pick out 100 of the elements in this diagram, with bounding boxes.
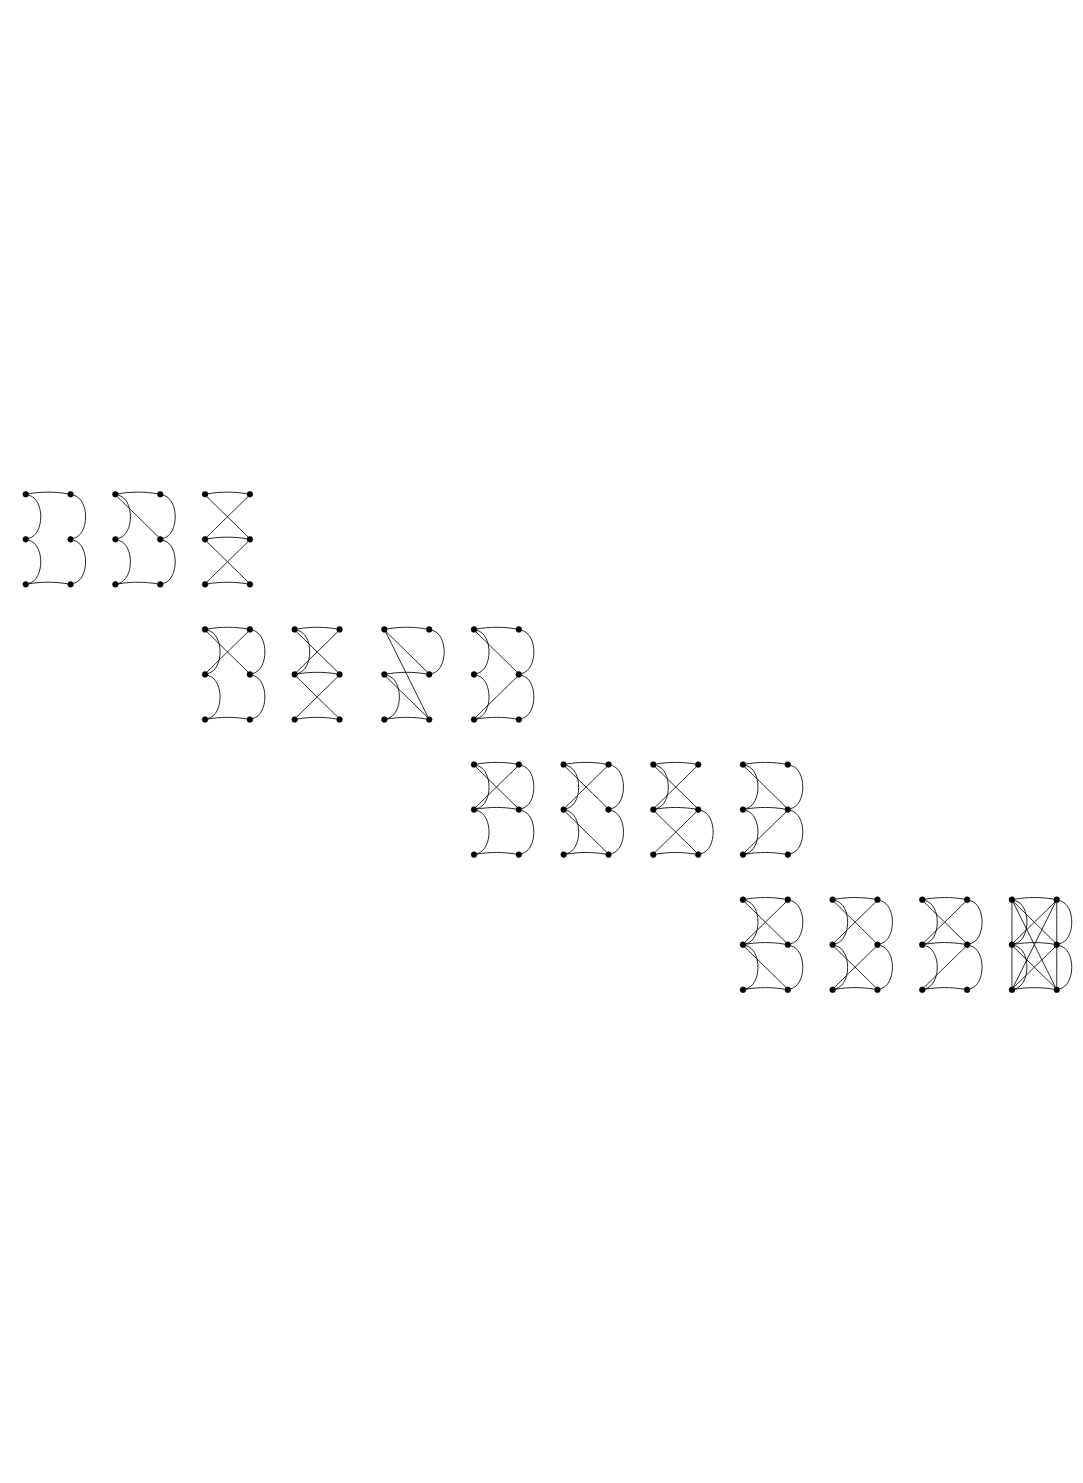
node-circle xyxy=(874,986,881,993)
connector xyxy=(745,986,786,990)
node-circle xyxy=(739,850,747,858)
node-circle xyxy=(695,760,702,768)
node-circle xyxy=(470,850,478,858)
connector xyxy=(833,901,877,943)
node-circle xyxy=(381,625,388,633)
connector xyxy=(564,810,608,853)
node-circle xyxy=(201,715,209,723)
node-circle xyxy=(1008,941,1016,948)
node-circle xyxy=(67,535,74,542)
connector xyxy=(744,946,787,988)
connector xyxy=(924,941,965,945)
connector xyxy=(385,631,429,717)
connector xyxy=(1011,901,1013,987)
node-circle xyxy=(157,580,164,587)
connector xyxy=(655,761,696,764)
node-circle xyxy=(470,625,478,633)
node-circle xyxy=(336,625,343,633)
connector xyxy=(385,630,428,673)
node-circle xyxy=(201,535,209,542)
connector xyxy=(296,630,339,673)
node-circle xyxy=(739,941,747,948)
connector xyxy=(476,716,517,719)
node-circle xyxy=(201,670,209,678)
connector xyxy=(431,629,445,674)
connector xyxy=(1014,944,1028,989)
connector xyxy=(476,674,490,719)
connector xyxy=(834,944,849,989)
connector xyxy=(790,899,804,944)
connector xyxy=(72,494,86,539)
connector xyxy=(924,896,965,900)
node-circle xyxy=(157,535,164,542)
connector xyxy=(385,675,428,718)
connector xyxy=(476,761,517,764)
node-circle xyxy=(650,805,657,813)
connector xyxy=(610,764,624,809)
node-circle xyxy=(246,625,254,633)
connector xyxy=(117,539,131,584)
connector xyxy=(834,899,849,944)
node-circle xyxy=(560,805,567,813)
node-circle xyxy=(470,760,478,768)
connector xyxy=(386,716,427,719)
connector xyxy=(745,851,786,855)
connector xyxy=(386,674,400,719)
connector xyxy=(1059,944,1073,989)
connector xyxy=(117,491,158,494)
node-circle xyxy=(739,896,747,903)
node-circle xyxy=(695,805,702,813)
node-circle xyxy=(1053,896,1060,903)
connector xyxy=(923,901,966,943)
connector xyxy=(252,674,266,719)
node-circle xyxy=(963,941,971,948)
connector xyxy=(566,851,606,855)
connector xyxy=(117,581,158,584)
connector xyxy=(835,896,875,900)
connector xyxy=(206,630,249,673)
connector xyxy=(745,896,786,900)
connector xyxy=(476,626,517,629)
node-circle xyxy=(1053,941,1060,948)
connector xyxy=(1012,901,1056,988)
node-circle xyxy=(784,896,791,903)
connector xyxy=(566,761,606,764)
connector xyxy=(297,626,338,629)
connector xyxy=(28,491,69,494)
connector xyxy=(28,539,42,584)
connector xyxy=(655,806,696,809)
connector xyxy=(207,629,221,674)
node-circle xyxy=(67,490,74,497)
connector xyxy=(116,495,159,537)
node-circle xyxy=(963,986,971,993)
connector xyxy=(745,944,759,989)
connector xyxy=(521,674,535,719)
connector xyxy=(28,494,42,539)
node-circle xyxy=(515,715,522,723)
node-circle xyxy=(874,941,881,948)
connector xyxy=(521,629,535,674)
node-circle xyxy=(515,805,522,813)
connector xyxy=(297,716,338,719)
connector xyxy=(745,899,759,944)
connector xyxy=(879,899,893,944)
connector xyxy=(475,630,518,673)
node-circle xyxy=(1008,896,1016,903)
node-circle xyxy=(22,490,29,497)
connector xyxy=(744,901,787,943)
node-circle xyxy=(201,490,209,497)
connector xyxy=(654,765,697,808)
connector xyxy=(1014,986,1055,990)
node-circle xyxy=(919,896,926,903)
node-circle xyxy=(381,670,388,678)
connector xyxy=(206,495,249,537)
connector xyxy=(162,494,176,539)
connector xyxy=(476,764,490,809)
node-circle xyxy=(201,625,209,633)
node-circle xyxy=(605,850,612,858)
node-circle xyxy=(426,625,433,633)
connector xyxy=(924,944,938,989)
connector xyxy=(923,946,966,988)
connector xyxy=(564,765,608,808)
node-circle xyxy=(829,941,836,948)
